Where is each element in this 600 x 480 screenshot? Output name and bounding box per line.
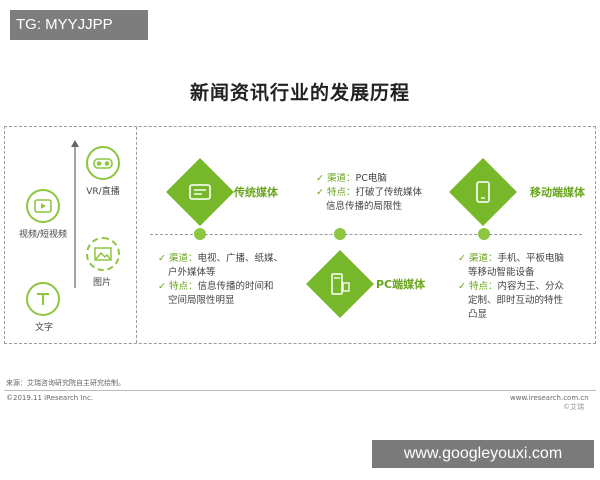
text-label: 文字	[34, 323, 53, 333]
stage-3-diamond	[449, 158, 517, 226]
tag-label: TG: MYYJJPP	[10, 10, 148, 40]
watermark-banner: www.googleyouxi.com	[372, 440, 594, 468]
vr-label: VR/直播	[86, 187, 120, 197]
timeline-line	[150, 234, 582, 235]
video-label: 视频/短视频	[18, 230, 68, 240]
image-label: 图片	[92, 278, 111, 288]
image-icon-badge	[86, 237, 120, 271]
timeline-dot-1	[194, 228, 206, 240]
picture-icon	[94, 247, 112, 261]
mobile-phone-icon	[476, 181, 490, 203]
copyright: ©2019.11 iResearch Inc.	[6, 394, 94, 402]
footer-divider	[4, 390, 596, 391]
up-arrow-icon	[71, 140, 79, 288]
text-icon-badge	[26, 282, 60, 316]
text-t-icon	[37, 293, 49, 305]
stage-1-diamond	[166, 158, 234, 226]
newspaper-icon	[189, 184, 211, 200]
stage-2-diamond	[306, 250, 374, 318]
video-play-icon	[34, 199, 52, 213]
video-icon-badge	[26, 189, 60, 223]
stage-2-desc: ✓ 渠道：PC电脑 ✓ 特点：打破了传统媒体 信息传播的局限性	[316, 173, 423, 212]
vr-icon-badge	[86, 146, 120, 180]
stage-2-name: PC端媒体	[376, 278, 426, 291]
stage-1-desc: ✓ 渠道：电视、广播、纸媒、 户外媒体等 ✓ 特点：信息传播的时间和 空间局限性…	[158, 253, 284, 306]
vr-goggles-icon	[93, 158, 113, 169]
vertical-divider	[136, 127, 137, 343]
site-url: www.iresearch.com.cn	[510, 394, 589, 402]
stage-3-name: 移动端媒体	[530, 186, 585, 199]
timeline-dot-3	[478, 228, 490, 240]
stage-1-name: 传统媒体	[234, 186, 278, 199]
diagram-frame	[4, 126, 596, 344]
timeline-dot-2	[334, 228, 346, 240]
stage-3-desc: ✓ 渠道：手机、平板电脑 等移动智能设备 ✓ 特点：内容为王、分众 定制、即时互…	[458, 253, 565, 320]
page-title: 新闻资讯行业的发展历程	[189, 82, 410, 104]
corner-mark: ©艾瑞	[563, 403, 584, 411]
desktop-pc-icon	[331, 273, 350, 295]
source-note: 来源：艾瑞咨询研究院自主研究绘制。	[6, 379, 125, 387]
